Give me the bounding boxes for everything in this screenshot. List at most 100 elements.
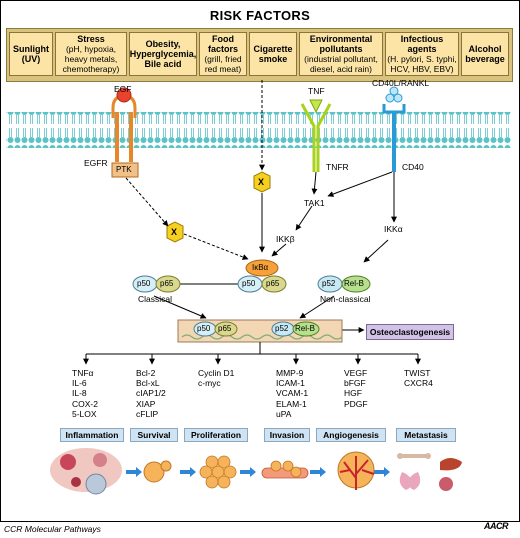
gene-item: cFLIP xyxy=(136,408,159,419)
tak1-to-ikkb-arrow xyxy=(295,205,313,231)
gene-item: Cyclin D1 xyxy=(198,368,235,378)
outcome-proliferation: Proliferation xyxy=(184,428,248,442)
risk-factors-title: RISK FACTORS xyxy=(209,8,311,23)
gene-item: VEGF xyxy=(344,368,368,378)
tnfr-label: TNFR xyxy=(326,162,349,172)
gene-item: IL-8 xyxy=(72,388,87,399)
x-mark-lower: X xyxy=(171,227,178,237)
ikba-complex xyxy=(237,259,287,293)
cd40-to-tak1-arrow xyxy=(327,171,393,197)
risk-factor-sunlight: Sunlight (UV) xyxy=(9,32,53,76)
gene-list-proliferation: Cyclin D1 c-myc xyxy=(198,368,234,388)
nonclassical-dimer xyxy=(317,275,371,293)
outcome-arrows xyxy=(126,467,390,477)
risk-factor-head: Cigarette smoke xyxy=(253,44,293,64)
survival-illustration xyxy=(143,460,172,483)
cd40-receptor xyxy=(382,86,406,172)
gene-item: ICAM-1 xyxy=(276,378,305,389)
cd40-label: CD40 xyxy=(402,162,424,172)
gene-item: CXCR4 xyxy=(404,378,433,389)
egfr-label: EGFR xyxy=(84,158,108,168)
tnf-receptor xyxy=(300,99,332,172)
nucleus-p50-label: p50 xyxy=(197,324,211,333)
risk-factor-head: Environmental pollutants xyxy=(309,34,373,54)
outcome-angiogenesis: Angiogenesis xyxy=(316,428,386,442)
gene-list-metastasis: TWIST CXCR4 xyxy=(404,368,433,388)
x-mark-upper: X xyxy=(258,177,265,187)
nucleus-box xyxy=(177,319,343,343)
gene-item: Bcl-2 xyxy=(136,368,156,378)
gene-list-survival: Bcl-2 Bcl-xL cIAP1/2 XIAP cFLIP xyxy=(136,368,166,419)
gene-list-angiogenesis: VEGF bFGF HGF PDGF xyxy=(344,368,368,409)
osteoclastogenesis-box: Osteoclastogenesis xyxy=(366,324,454,340)
risk-factor-alcohol: Alcohol beverage xyxy=(461,32,509,76)
ikba-label: IκBα xyxy=(252,263,269,272)
risk-factor-food: Food factors (grill, fried red meat) xyxy=(199,32,247,76)
egf-ligand xyxy=(116,87,132,103)
gene-item: uPA xyxy=(276,408,292,419)
gene-item: IL-6 xyxy=(72,378,87,389)
gene-item: COX-2 xyxy=(72,398,98,409)
nonclassical-relb-label: Rel-B xyxy=(344,279,365,288)
ptk-box xyxy=(111,162,139,178)
gene-branch-lines xyxy=(83,342,421,365)
classical-label: Classical xyxy=(138,294,173,304)
nonclassical-p52-label: p52 xyxy=(322,279,336,288)
p65-oval xyxy=(261,275,287,293)
inflammation-illustration xyxy=(50,448,122,495)
x-to-ikba-arrow xyxy=(183,233,249,260)
risk-factor-head: Food factors xyxy=(207,34,238,54)
cell-membrane xyxy=(6,112,511,148)
gene-item: TWIST xyxy=(404,368,431,378)
risk-factor-sub: (H. pylori, S. typhi, HCV, HBV, EBV) xyxy=(387,54,457,74)
nucleus-p52-label: p52 xyxy=(275,324,289,333)
ikkb-to-ikba-arrow xyxy=(271,243,287,257)
angiogenesis-illustration xyxy=(337,451,375,490)
gene-item: MMP-9 xyxy=(276,368,304,378)
nucleus-relb-label: Rel-B xyxy=(295,324,316,333)
gene-item: Bcl-xL xyxy=(136,378,160,389)
aacr-logo: AACR xyxy=(484,521,509,531)
risk-factor-obesity: Obesity, Hyperglycemia, Bile acid xyxy=(129,32,197,76)
gene-item: cIAP1/2 xyxy=(136,388,166,399)
tak1-label: TAK1 xyxy=(304,198,325,208)
gene-item: XIAP xyxy=(136,398,156,409)
risk-factor-cigarette: Cigarette smoke xyxy=(249,32,297,76)
ikba-p65-label: p65 xyxy=(266,279,280,288)
ikka-label: IKKα xyxy=(384,224,403,234)
inhibitor-x-lower xyxy=(166,221,184,243)
gene-list-invasion: MMP-9 ICAM-1 VCAM-1 ELAM-1 uPA xyxy=(276,368,308,419)
journal-footer: CCR Molecular Pathways xyxy=(4,524,101,534)
egf-receptor xyxy=(111,87,139,178)
ikba-p50-label: p50 xyxy=(242,279,256,288)
ptk-label: PTK xyxy=(116,165,132,174)
ikka-to-p52-arrow xyxy=(363,239,389,263)
gene-item: ELAM-1 xyxy=(276,398,307,409)
risk-factor-pollutants: Environmental pollutants (industrial pol… xyxy=(299,32,383,76)
risk-factor-head: Obesity, Hyperglycemia, Bile acid xyxy=(129,39,197,69)
gene-list-inflammation: TNFα IL-6 IL-8 COX-2 5-LOX xyxy=(72,368,98,419)
risk-factor-stress: Stress (pH, hypoxia, heavy metals, chemo… xyxy=(55,32,127,76)
risk-factor-head: Stress xyxy=(77,34,105,44)
tnf-label: TNF xyxy=(308,86,325,96)
ikkb-label: IKKβ xyxy=(276,234,295,244)
gene-item: c-myc xyxy=(198,378,221,389)
tnf-ligand xyxy=(309,99,323,114)
gene-item: VCAM-1 xyxy=(276,388,309,399)
gene-item: bFGF xyxy=(344,378,366,389)
classical-to-nucleus-arrow xyxy=(153,295,207,319)
gene-item: PDGF xyxy=(344,398,368,409)
outcome-metastasis: Metastasis xyxy=(396,428,456,442)
invasion-illustration xyxy=(261,460,309,479)
egf-label: EGF xyxy=(114,84,132,94)
metastasis-illustration xyxy=(397,453,462,491)
risk-factor-head: Infectious agents xyxy=(400,34,444,54)
risk-factor-sub: (UV) xyxy=(21,54,41,64)
risk-factor-sub: (grill, fried red meat) xyxy=(204,54,242,74)
gene-item: HGF xyxy=(344,388,362,399)
classical-dimer xyxy=(132,275,181,293)
nonclassical-to-nucleus-arrow xyxy=(299,295,335,319)
tnfr-to-tak1-arrow xyxy=(311,171,318,195)
